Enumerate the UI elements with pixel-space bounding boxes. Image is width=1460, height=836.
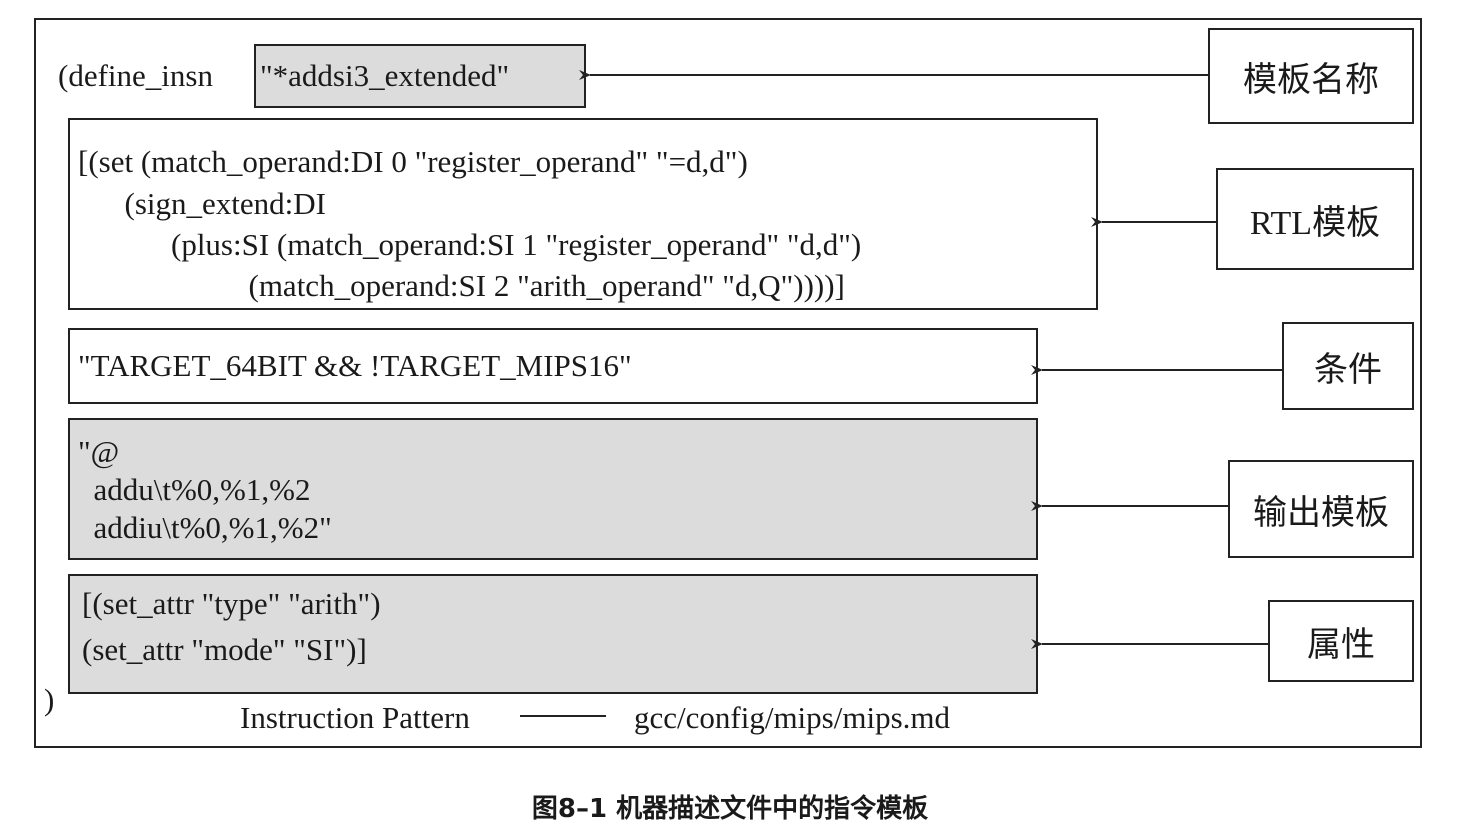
figure-caption: 图8–1 机器描述文件中的指令模板 <box>531 794 929 824</box>
rtl-line-2: (sign_extend:DI <box>78 186 326 221</box>
rtl-line-1: [(set (match_operand:DI 0 "register_oper… <box>78 144 748 179</box>
output-template-box <box>68 418 1038 560</box>
source-label: Instruction Pattern <box>240 700 470 735</box>
label-condition: 条件 <box>1282 322 1414 410</box>
closing-paren: ) <box>44 682 55 717</box>
rtl-line-3: (plus:SI (match_operand:SI 1 "register_o… <box>78 227 862 262</box>
define-insn-keyword: (define_insn <box>58 58 213 93</box>
attr-line-2: (set_attr "mode" "SI")] <box>82 632 367 667</box>
output-line-3: addiu\t%0,%1,%2" <box>78 510 332 545</box>
rtl-line-4: (match_operand:SI 2 "arith_operand" "d,Q… <box>78 268 845 303</box>
condition-text: "TARGET_64BIT && !TARGET_MIPS16" <box>78 348 632 383</box>
label-attributes: 属性 <box>1268 600 1414 682</box>
source-path: gcc/config/mips/mips.md <box>634 700 950 735</box>
attr-line-1: [(set_attr "type" "arith") <box>82 586 381 621</box>
attributes-box <box>68 574 1038 694</box>
output-line-1: "@ <box>78 434 120 469</box>
output-line-2: addu\t%0,%1,%2 <box>78 472 311 507</box>
rtl-template-box <box>68 118 1098 310</box>
label-output-template: 输出模板 <box>1228 460 1414 558</box>
template-name-text: "*addsi3_extended" <box>260 58 510 93</box>
label-template-name: 模板名称 <box>1208 28 1414 124</box>
template-name-box <box>254 44 586 108</box>
diagram-frame <box>34 18 1422 748</box>
label-rtl-template: RTL模板 <box>1216 168 1414 270</box>
